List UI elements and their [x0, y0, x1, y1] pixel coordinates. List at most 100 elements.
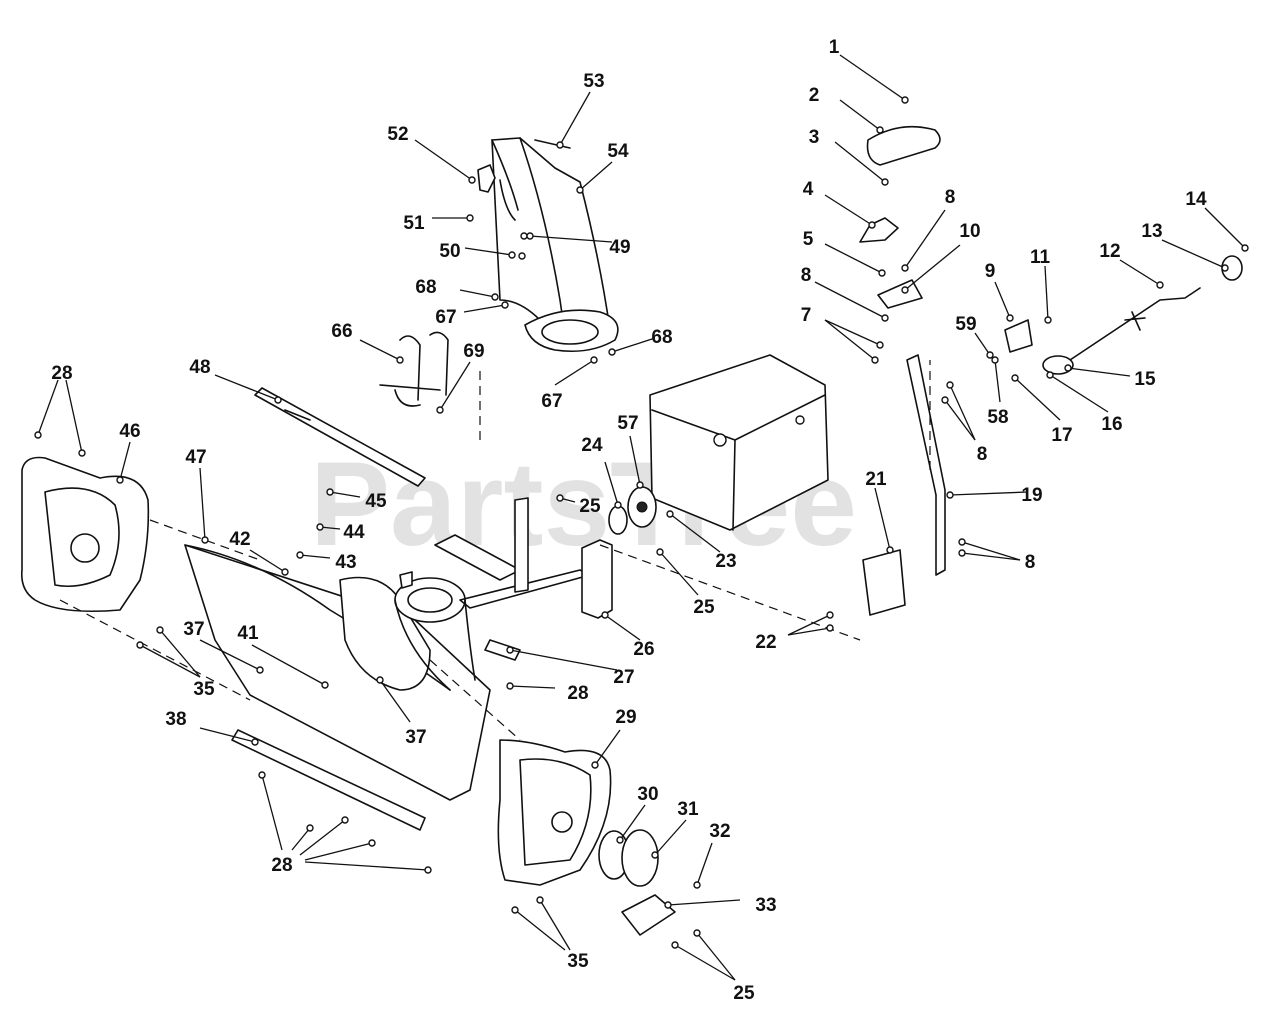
part-callout-label: 68: [651, 327, 672, 348]
hardware-part: [156, 626, 164, 634]
leader-line: [459, 289, 496, 298]
auger-shaft: [254, 387, 426, 487]
leader-line: [199, 467, 206, 541]
leader-line: [904, 209, 946, 269]
leader-line: [787, 627, 831, 636]
hardware-part: [281, 568, 289, 576]
hardware-part: [466, 214, 474, 222]
hardware-part: [1221, 264, 1229, 272]
part-callout-label: 9: [985, 261, 996, 282]
hardware-part: [274, 396, 282, 404]
hardware-part: [946, 491, 954, 499]
leader-line: [654, 819, 687, 856]
part-callout-label: 66: [331, 321, 352, 342]
hardware-part: [526, 232, 534, 240]
leader-line: [249, 549, 286, 573]
part-callout-label: 19: [1021, 485, 1042, 506]
leader-line: [834, 141, 886, 183]
hardware-part: [1044, 316, 1052, 324]
hardware-part: [576, 186, 584, 194]
hardware-part: [901, 286, 909, 294]
hardware-part: [1011, 374, 1019, 382]
leader-line: [839, 99, 881, 131]
hardware-part: [256, 666, 264, 674]
part-callout-label: 28: [51, 363, 72, 384]
leader-line: [529, 235, 613, 243]
leader-line: [37, 379, 59, 436]
leader-line: [379, 679, 411, 723]
hardware-part: [424, 866, 432, 874]
part-callout-label: 11: [1030, 247, 1051, 268]
part-callout-label: 54: [607, 141, 629, 162]
leader-line: [961, 541, 1021, 561]
leader-line: [291, 827, 311, 851]
part-callout-label: 28: [271, 855, 292, 876]
leader-line: [509, 649, 618, 671]
hardware-part: [986, 351, 994, 359]
part-callout-label: 8: [801, 265, 812, 286]
part-callout-label: 8: [1025, 552, 1036, 573]
part-callout-label: 68: [415, 277, 436, 298]
leader-line: [629, 435, 641, 486]
part-callout-label: 37: [183, 619, 204, 640]
leader-line: [214, 374, 279, 401]
part-callout-label: 67: [435, 307, 456, 328]
hardware-part: [608, 348, 616, 356]
leader-line: [839, 54, 906, 101]
housing: [184, 544, 491, 801]
part-callout-label: 5: [803, 229, 814, 250]
callout-layer: 1234581014131211985975817161581982122535…: [34, 37, 1249, 1004]
part-callout-label: 28: [567, 683, 588, 704]
leader-line: [509, 685, 556, 689]
hardware-part: [651, 851, 659, 859]
hardware-part: [946, 381, 954, 389]
hardware-part: [341, 816, 349, 824]
part-callout-label: 30: [637, 784, 658, 805]
part-callout-label: 47: [185, 447, 206, 468]
hardware-part: [636, 481, 644, 489]
part-callout-label: 25: [579, 496, 601, 517]
chute-clip: [534, 139, 571, 149]
hardware-part: [876, 126, 884, 134]
leader-line: [299, 554, 331, 559]
hardware-part: [616, 836, 624, 844]
hardware-part: [306, 824, 314, 832]
leader-line: [1044, 265, 1049, 321]
hardware-part: [1241, 244, 1249, 252]
leader-line: [974, 332, 991, 356]
part-callout-label: 24: [581, 435, 603, 456]
part-callout-label: 32: [709, 821, 730, 842]
bracket: [862, 549, 906, 616]
bearing-and-flange: [608, 486, 657, 535]
hardware-part: [693, 881, 701, 889]
control-rod: [906, 354, 946, 576]
leader-line: [824, 319, 881, 346]
leader-line: [159, 629, 201, 678]
part-callout-label: 10: [959, 221, 980, 242]
leader-line: [199, 727, 256, 743]
hardware-part: [958, 538, 966, 546]
hardware-part: [958, 549, 966, 557]
leader-line: [554, 359, 595, 386]
leader-line: [1067, 367, 1131, 377]
leader-line: [304, 861, 429, 871]
part-callout-label: 25: [693, 597, 715, 618]
hardware-part: [901, 264, 909, 272]
discharge-chute: [491, 137, 619, 353]
hardware-part: [656, 548, 664, 556]
hardware-part: [511, 906, 519, 914]
part-callout-label: 37: [405, 727, 426, 748]
hardware-part: [886, 546, 894, 554]
leader-line: [514, 909, 566, 951]
leader-line: [824, 319, 876, 361]
leader-line: [329, 491, 361, 498]
part-callout-label: 3: [809, 127, 820, 148]
part-callout-label: 38: [165, 709, 186, 730]
leader-line: [674, 944, 736, 981]
part-callout-label: 58: [987, 407, 1008, 428]
gear-case: [649, 354, 829, 531]
hardware-part: [1156, 281, 1164, 289]
leader-line: [539, 899, 571, 951]
part-callout-label: 1: [829, 37, 840, 58]
